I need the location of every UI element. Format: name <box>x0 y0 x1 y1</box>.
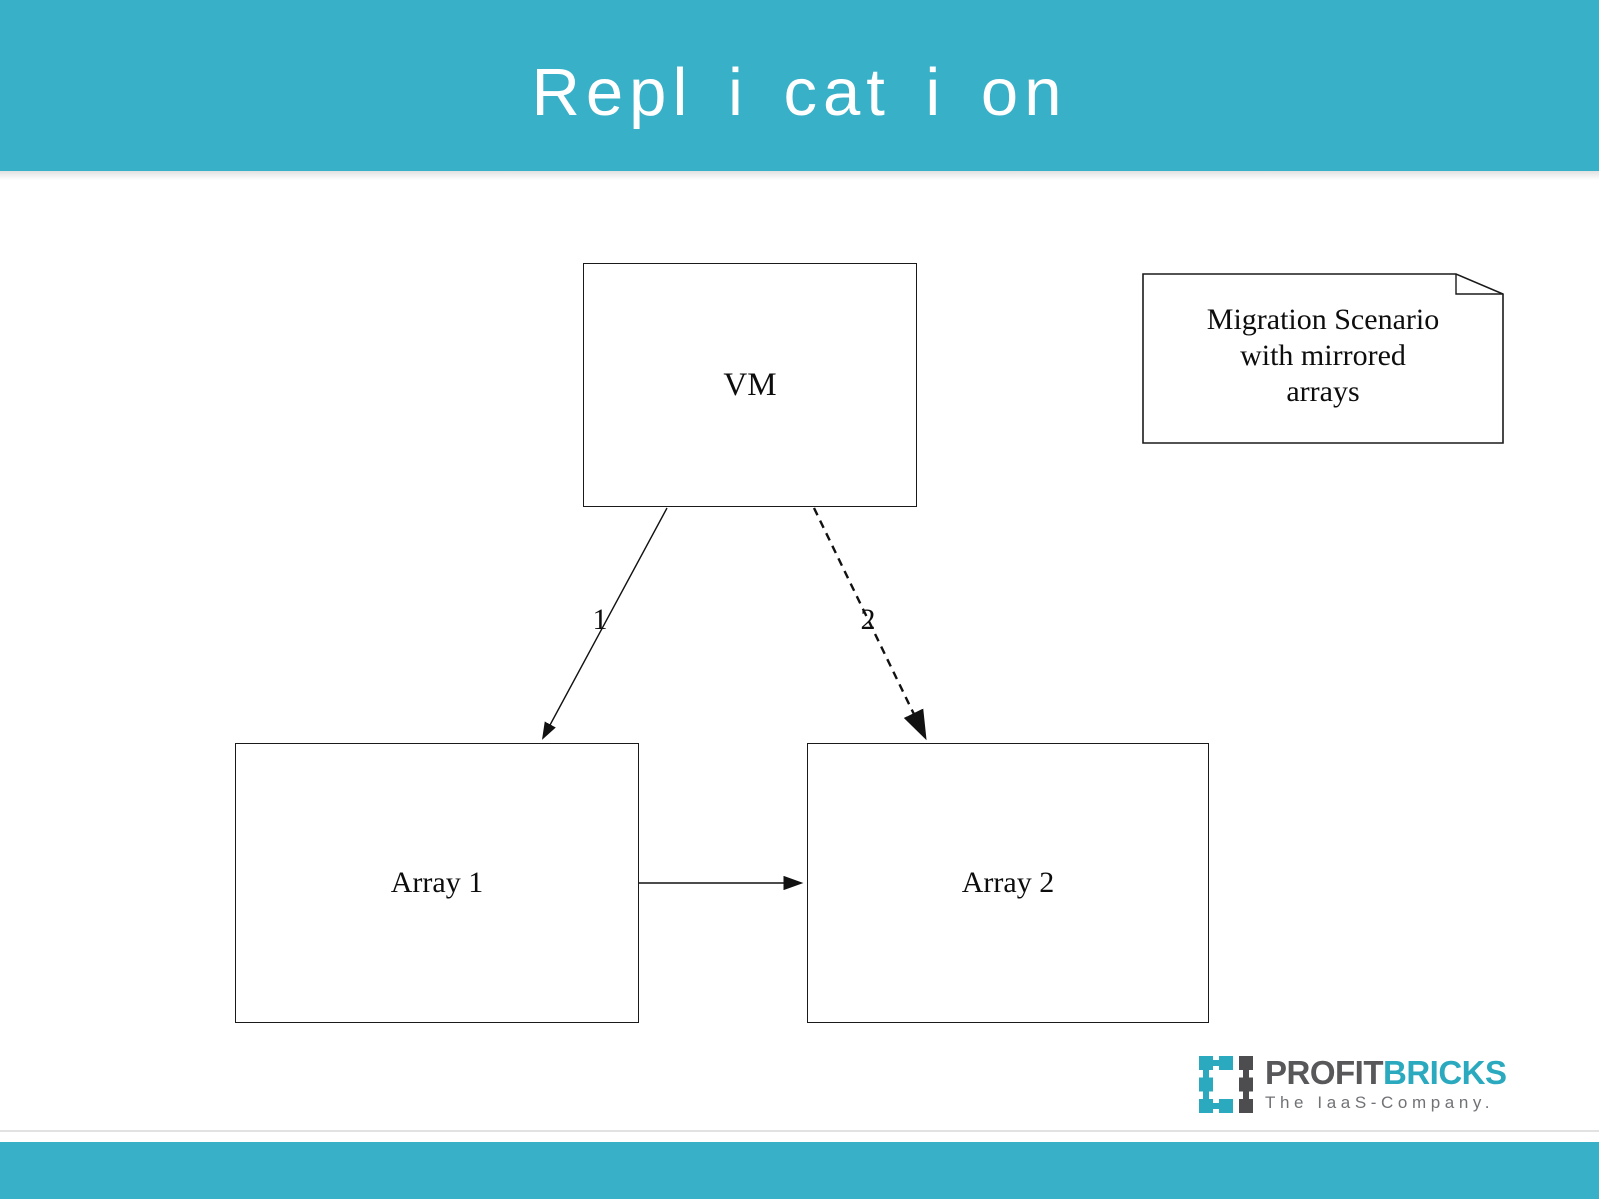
note-fold-icon <box>1455 274 1503 295</box>
footer-band <box>0 1142 1599 1199</box>
header-shadow <box>0 171 1599 180</box>
note-text: Migration Scenario with mirrored arrays <box>1142 273 1504 439</box>
arrow-vm-to-array1 <box>542 507 668 740</box>
logo-tagline: The IaaS-Company. <box>1265 1093 1495 1112</box>
slide-header: Repl i cat i on <box>0 0 1599 171</box>
note-line: Migration Scenario <box>1206 303 1440 336</box>
vm-node: VM <box>583 263 917 507</box>
note-shape <box>1142 273 1504 444</box>
profitbricks-bricks-icon <box>1199 1056 1253 1113</box>
array2-node: Array 2 <box>807 743 1209 1023</box>
array2-label: Array 2 <box>961 866 1055 899</box>
note-line: arrays <box>1286 375 1360 408</box>
note-line: with mirrored <box>1240 339 1406 372</box>
logo-brand: PROFITBRICKS <box>1265 1056 1507 1089</box>
arrow-vm-to-array2 <box>812 507 927 741</box>
arrow-label-2: 2 <box>860 603 876 636</box>
bottom-divider <box>0 1130 1599 1132</box>
arrow-label-1: 1 <box>592 603 608 636</box>
logo-text-block: PROFITBRICKS The IaaS-Company. <box>1265 1056 1507 1113</box>
array1-node: Array 1 <box>235 743 639 1023</box>
profitbricks-logo: PROFITBRICKS The IaaS-Company. <box>1199 1056 1507 1113</box>
array1-label: Array 1 <box>390 866 484 899</box>
logo-profit-text: PROFIT <box>1265 1054 1384 1091</box>
logo-bricks-text: BRICKS <box>1383 1054 1507 1091</box>
migration-note: Migration Scenario with mirrored arrays <box>1142 273 1504 444</box>
vm-label: VM <box>723 366 777 403</box>
slide-title: Repl i cat i on <box>531 55 1068 130</box>
